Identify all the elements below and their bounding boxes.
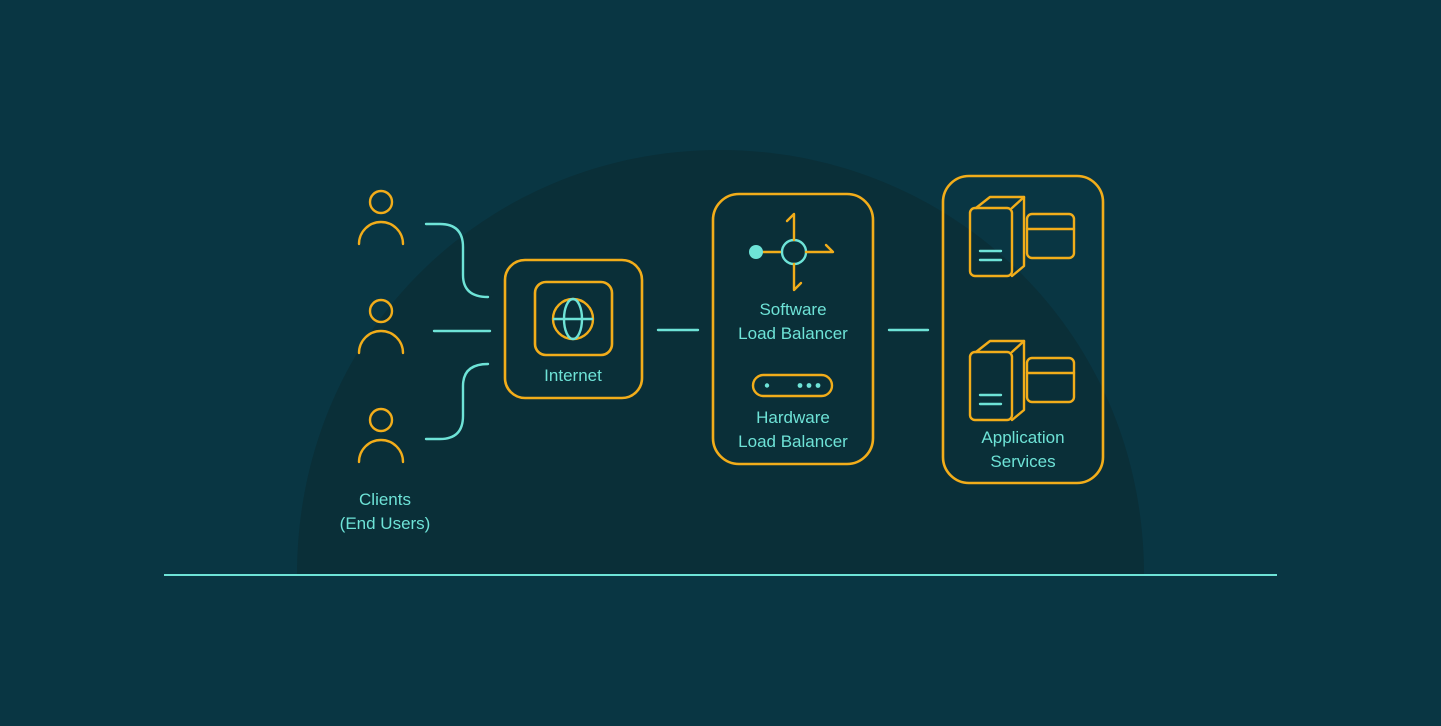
- server-window-icon: [968, 339, 1076, 422]
- clients-label-line2: (End Users): [339, 514, 431, 533]
- clients-label-line1: Clients: [359, 490, 411, 509]
- server-window-icon: [968, 195, 1076, 278]
- globe-icon: [551, 297, 595, 341]
- router-icon: [749, 212, 835, 292]
- software-lb-label-line1: Software: [759, 300, 827, 319]
- software-lb-label-line2: Load Balancer: [738, 324, 848, 343]
- app-services-node-box: [941, 174, 1105, 485]
- app-services-label-line2: Services: [990, 452, 1056, 471]
- internet-label: Internet: [544, 366, 602, 385]
- load-balancer-node-box: [711, 192, 875, 466]
- user-icon: [357, 298, 405, 355]
- client-connectors: [424, 222, 492, 441]
- globe-icon-frame: [533, 280, 614, 357]
- hardware-device-icon: [751, 373, 834, 398]
- app-services-label-line1: Application: [981, 428, 1065, 447]
- hardware-lb-label: Hardware Load Balancer: [713, 406, 873, 454]
- user-icon: [357, 407, 405, 464]
- clients-label: Clients (End Users): [315, 488, 455, 536]
- hardware-lb-label-line1: Hardware: [756, 408, 830, 427]
- background-dome: [297, 150, 1144, 575]
- software-lb-label: Software Load Balancer: [713, 298, 873, 346]
- internet-node-box: [503, 258, 644, 400]
- app-services-label: Application Services: [943, 426, 1103, 474]
- user-icon: [357, 189, 405, 246]
- hardware-lb-label-line2: Load Balancer: [738, 432, 848, 451]
